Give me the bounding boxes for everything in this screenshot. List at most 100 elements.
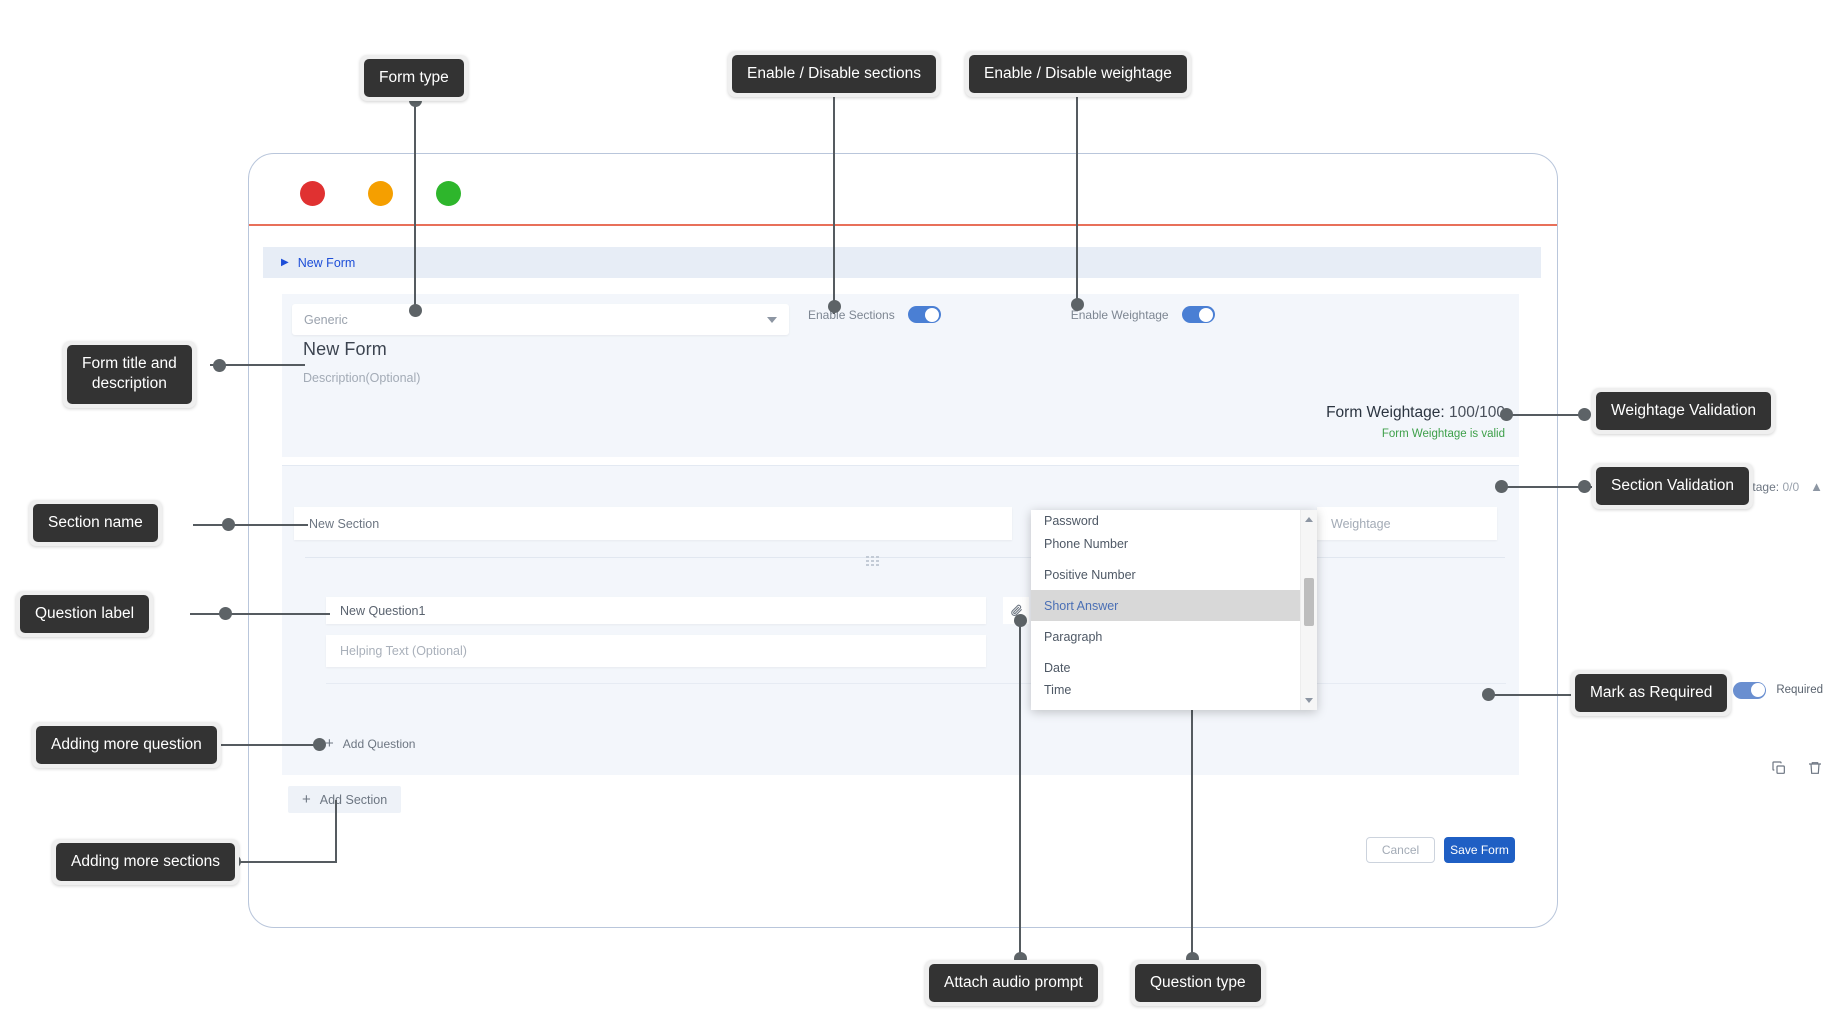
connector-line	[1191, 700, 1193, 960]
connector-dot	[1500, 408, 1513, 421]
connector-dot	[409, 304, 422, 317]
callout-form-type: Form type	[360, 55, 468, 101]
dropdown-option-short-answer[interactable]: Short Answer	[1031, 590, 1300, 621]
enable-sections-label: Enable Sections	[808, 308, 895, 322]
callout-text: Enable / Disable weightage	[969, 55, 1187, 93]
callout-enable-weightage: Enable / Disable weightage	[965, 51, 1191, 97]
callout-mark-as-required: Mark as Required	[1571, 670, 1731, 716]
form-weightage-label: Form Weightage:	[1326, 404, 1449, 421]
scroll-down-icon[interactable]	[1305, 698, 1313, 703]
connector-line	[215, 744, 325, 746]
copy-section-icon[interactable]	[1771, 760, 1787, 776]
callout-form-title-description: Form title and description	[63, 341, 196, 408]
required-label: Required	[1776, 684, 1823, 696]
callout-text: Attach audio prompt	[929, 964, 1098, 1002]
enable-weightage-toggle[interactable]	[1182, 306, 1215, 323]
dropdown-option-phone-number[interactable]: Phone Number	[1031, 528, 1300, 559]
callout-adding-more-question: Adding more question	[32, 722, 221, 768]
callout-text: Form type	[364, 59, 464, 97]
section-divider	[305, 557, 1505, 558]
callout-adding-more-sections: Adding more sections	[52, 839, 239, 885]
dropdown-option-date[interactable]: Date	[1031, 652, 1300, 683]
callout-section-name: Section name	[29, 500, 162, 546]
dropdown-scrollbar[interactable]	[1300, 510, 1317, 710]
traffic-light-buttons[interactable]	[300, 181, 461, 206]
required-toggle[interactable]	[1733, 682, 1766, 699]
scroll-up-icon[interactable]	[1305, 517, 1313, 522]
form-type-select[interactable]: Generic	[292, 304, 789, 335]
question-helping-text-input[interactable]: Helping Text (Optional)	[326, 635, 986, 667]
form-title-input[interactable]: New Form	[303, 339, 903, 360]
cancel-button[interactable]: Cancel	[1366, 837, 1435, 863]
toggle-knob	[925, 308, 939, 322]
breadcrumb-caret-icon: ▶	[281, 258, 289, 268]
breadcrumb-label[interactable]: New Form	[298, 256, 356, 270]
plus-icon: +	[325, 736, 334, 751]
plus-icon: +	[302, 792, 311, 807]
question-divider	[326, 683, 1506, 684]
callout-text: Section name	[33, 504, 158, 542]
connector-dot	[1578, 408, 1591, 421]
delete-section-icon[interactable]	[1807, 760, 1823, 776]
toggle-knob	[1751, 683, 1765, 697]
save-form-button[interactable]: Save Form	[1444, 837, 1515, 863]
chevron-up-icon[interactable]: ▲	[1810, 479, 1823, 494]
scrollbar-thumb[interactable]	[1304, 578, 1314, 626]
dropdown-option-time[interactable]: Time	[1031, 683, 1300, 697]
chevron-down-icon	[767, 317, 777, 323]
form-toggles: Enable Sections Enable Weightage	[808, 306, 1215, 323]
window-accent-divider	[249, 224, 1557, 226]
form-description-input[interactable]: Description(Optional)	[303, 371, 903, 385]
minimize-window-icon[interactable]	[368, 181, 393, 206]
add-section-label: Add Section	[320, 793, 387, 807]
callout-text: Weightage Validation	[1596, 392, 1771, 430]
callout-section-validation: Section Validation	[1592, 463, 1753, 509]
add-question-label: Add Question	[343, 737, 416, 751]
callout-text: Enable / Disable sections	[732, 55, 936, 93]
connector-line	[234, 861, 337, 863]
enable-sections-toggle[interactable]	[908, 306, 941, 323]
question-type-dropdown[interactable]: Password Phone Number Positive Number Sh…	[1031, 510, 1317, 710]
connector-dot	[1495, 480, 1508, 493]
dropdown-option-list: Password Phone Number Positive Number Sh…	[1031, 510, 1300, 697]
required-toggle-group[interactable]: Required	[1733, 682, 1823, 699]
connector-dot	[1071, 298, 1084, 311]
callout-attach-audio-prompt: Attach audio prompt	[925, 960, 1102, 1006]
connector-line	[1076, 88, 1078, 310]
question-label-input[interactable]: New Question1	[326, 597, 986, 624]
connector-dot	[313, 738, 326, 751]
enable-weightage-toggle-group[interactable]: Enable Weightage	[1071, 306, 1215, 323]
callout-text: Question label	[20, 595, 149, 633]
connector-dot	[222, 518, 235, 531]
breadcrumb[interactable]: ▶ New Form	[263, 247, 1541, 278]
section-name-input[interactable]: New Section	[294, 507, 1012, 540]
callout-question-label: Question label	[16, 591, 153, 637]
add-question-button[interactable]: + Add Question	[325, 736, 415, 751]
add-section-button[interactable]: + Add Section	[288, 786, 401, 813]
connector-line	[1019, 620, 1021, 960]
close-window-icon[interactable]	[300, 181, 325, 206]
question-label-value: New Question1	[340, 604, 425, 618]
callout-text: Section Validation	[1596, 467, 1749, 505]
maximize-window-icon[interactable]	[436, 181, 461, 206]
dropdown-option-positive-number[interactable]: Positive Number	[1031, 559, 1300, 590]
section-weightage-placeholder: Weightage	[1331, 517, 1391, 531]
connector-line	[335, 800, 337, 862]
dropdown-option-password[interactable]: Password	[1031, 510, 1300, 528]
section-weightage-input[interactable]: Weightage	[1317, 507, 1497, 540]
connector-dot	[1014, 614, 1027, 627]
form-weightage-value: 100/100	[1449, 404, 1505, 421]
section-actions	[1771, 760, 1823, 776]
callout-text: Adding more sections	[56, 843, 235, 881]
question-helping-text-placeholder: Helping Text (Optional)	[340, 644, 467, 658]
callout-text: Adding more question	[36, 726, 217, 764]
callout-question-type: Question type	[1131, 960, 1265, 1006]
form-weightage-line: Form Weightage: 100/100	[282, 404, 1519, 422]
callout-weightage-validation: Weightage Validation	[1592, 388, 1775, 434]
toggle-knob	[1199, 308, 1213, 322]
connector-line	[833, 88, 835, 314]
callout-enable-sections: Enable / Disable sections	[728, 51, 940, 97]
dropdown-option-paragraph[interactable]: Paragraph	[1031, 621, 1300, 652]
drag-handle-icon[interactable]	[866, 556, 879, 565]
